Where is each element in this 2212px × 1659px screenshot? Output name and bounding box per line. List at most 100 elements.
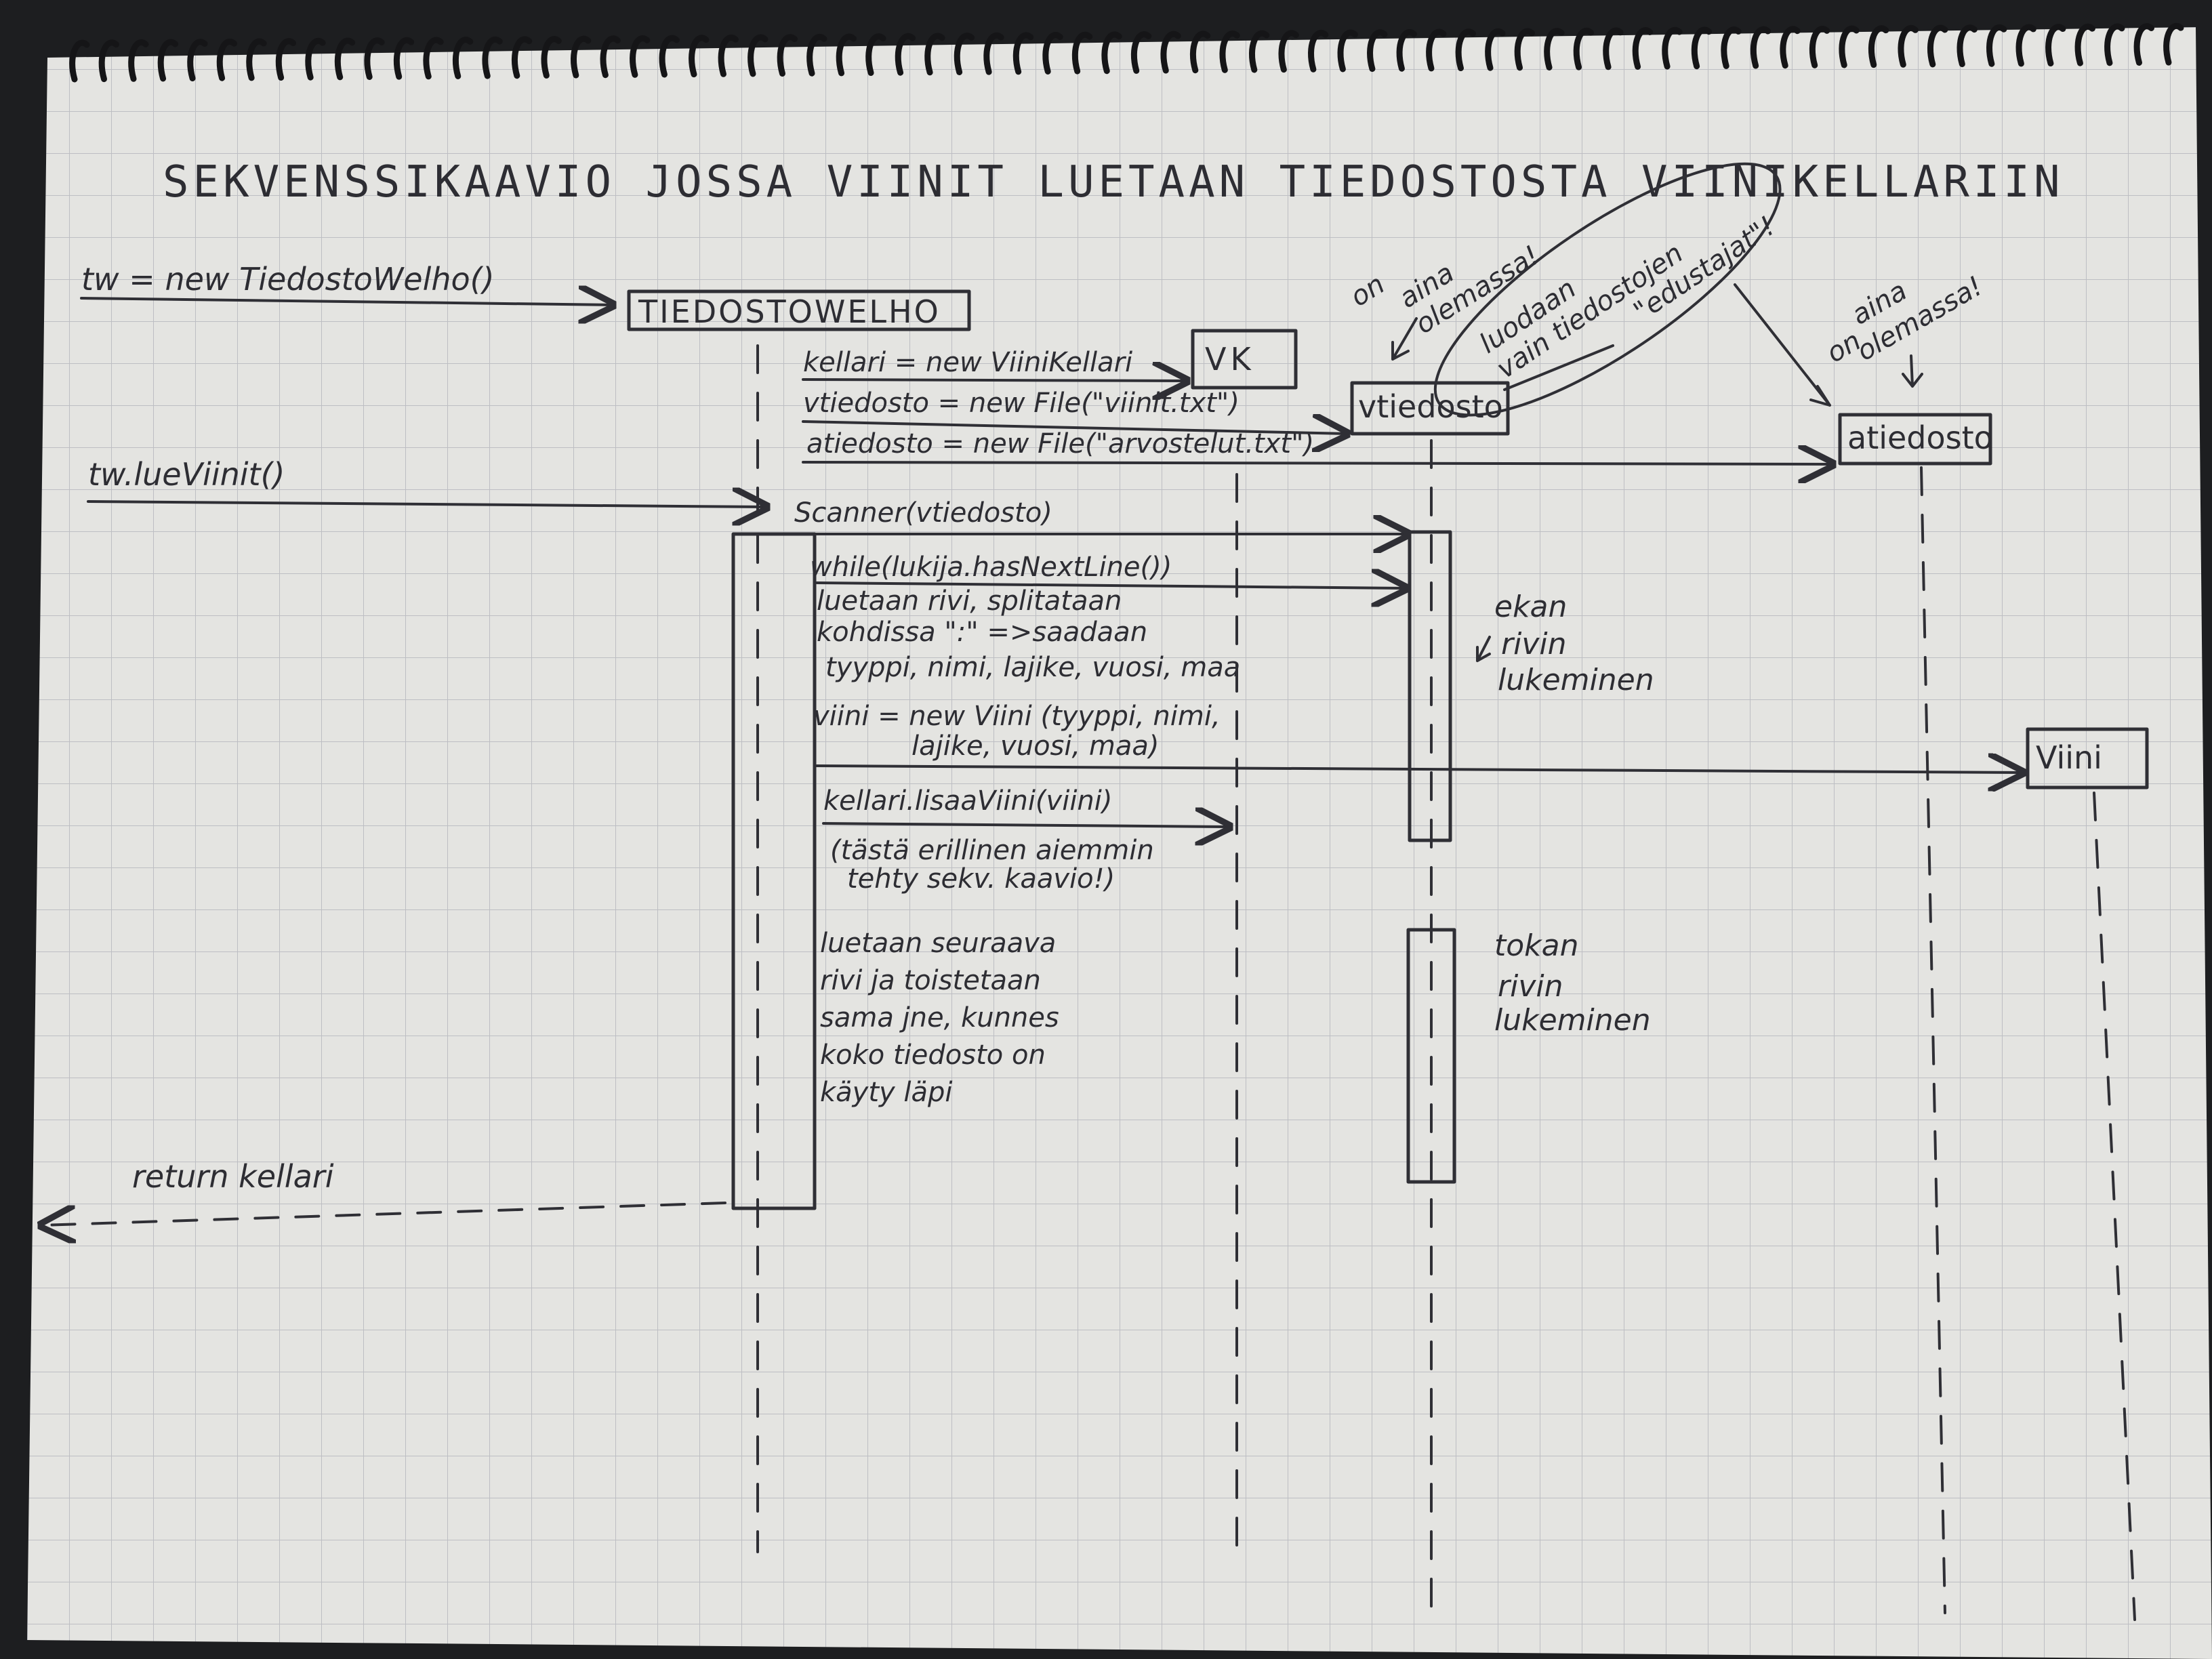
paper-sheet <box>27 27 2212 1659</box>
spiral-ring <box>836 33 857 77</box>
spiral-ring <box>512 36 533 79</box>
label-return: return kellari <box>132 1158 334 1195</box>
spiral-ring <box>1130 31 1152 74</box>
diagram-title: SEKVENSSIKAAVIO JOSSA VIINIT LUETAAN TIE… <box>163 157 2064 207</box>
spiral-ring <box>1514 28 1536 71</box>
spiral-ring <box>2074 24 2095 66</box>
arrow-call-lue <box>87 501 767 507</box>
spiral-binding <box>69 22 2184 83</box>
arrow-create-atiedosto <box>802 462 1833 464</box>
spiral-ring <box>747 34 769 77</box>
arrow-return <box>41 1202 726 1225</box>
svg-text:TIEDOSTOWELHO: TIEDOSTOWELHO <box>638 293 941 330</box>
label-create-tw: tw = new TiedostoWelho() <box>81 261 495 298</box>
spiral-ring <box>1662 26 1683 70</box>
participant-vk: VK <box>1191 329 1298 390</box>
spiral-ring <box>1042 32 1063 75</box>
label-read-2: kohdissa ":" =>saadaan <box>817 617 1147 648</box>
activation-vtiedosto-2 <box>1406 928 1456 1184</box>
spiral-ring <box>157 39 179 82</box>
label-next-4: koko tiedosto on <box>820 1040 1046 1071</box>
spiral-ring <box>482 36 503 79</box>
spiral-ring <box>1426 28 1447 72</box>
spiral-ring <box>1898 25 1919 68</box>
spiral-ring <box>924 33 945 76</box>
arrow-lisaa <box>822 823 1230 827</box>
label-next-3: sama jne, kunnes <box>820 1002 1059 1033</box>
spiral-ring <box>128 39 149 82</box>
label-next-2: rivi ja toistetaan <box>820 965 1041 996</box>
label-while: while(lukija.hasNextLine()) <box>810 552 1172 583</box>
svg-text:tokan: tokan <box>1494 928 1579 963</box>
spiral-ring <box>954 33 975 75</box>
note-arrow-first <box>1476 636 1491 662</box>
arrow-create-tw <box>80 298 613 305</box>
spiral-ring <box>1071 31 1093 75</box>
note-arrow-vtiedosto-link <box>1503 344 1614 391</box>
spiral-ring <box>1632 27 1654 70</box>
label-separate-2: tehty sekv. kaavio!) <box>847 863 1115 895</box>
spiral-ring <box>1721 26 1742 69</box>
label-scanner: Scanner(vtiedosto) <box>794 497 1052 529</box>
label-read-3: tyyppi, nimi, lajike, vuosi, maa <box>825 652 1240 683</box>
spiral-ring <box>571 35 592 79</box>
label-create-vtiedosto: vtiedosto = new File("viinit.txt") <box>803 388 1240 419</box>
lifeline-atiedosto <box>1920 466 1946 1614</box>
spiral-ring <box>895 33 916 76</box>
svg-text:VK: VK <box>1205 341 1255 377</box>
spiral-ring <box>1691 26 1713 70</box>
svg-text:rivin: rivin <box>1501 627 1566 661</box>
label-lisaa: kellari.lisaaViini(viini) <box>823 785 1113 817</box>
spiral-ring <box>1573 27 1595 70</box>
spiral-ring <box>1485 28 1506 71</box>
arrow-read <box>815 583 1406 588</box>
message-labels: tw = new TiedostoWelho() kellari = new V… <box>81 261 1314 1195</box>
label-next-5: käyty läpi <box>820 1077 953 1108</box>
spiral-ring <box>1160 30 1181 74</box>
spiral-ring <box>364 37 385 80</box>
spiral-ring <box>246 38 267 81</box>
spiral-ring <box>689 35 710 78</box>
spiral-ring <box>2045 24 2066 67</box>
arrow-create-vk <box>802 380 1187 381</box>
spiral-ring <box>1337 29 1358 73</box>
spiral-ring <box>1012 32 1034 75</box>
spiral-ring <box>1544 28 1565 70</box>
svg-text:lukeminen: lukeminen <box>1498 663 1654 697</box>
activation-vtiedosto-1 <box>1408 530 1452 842</box>
svg-text:rivin: rivin <box>1498 969 1563 1004</box>
participant-tiedostowelho: TIEDOSTOWELHO <box>627 289 971 331</box>
spiral-ring <box>541 36 562 79</box>
spiral-ring <box>1367 29 1388 73</box>
participant-atiedosto: atiedosto <box>1838 413 1993 466</box>
spiral-ring <box>2163 22 2184 66</box>
spiral-ring <box>187 39 208 82</box>
label-create-viini-2: lajike, vuosi, maa) <box>912 731 1160 762</box>
spiral-ring <box>393 37 415 80</box>
spiral-ring <box>1809 26 1830 68</box>
spiral-ring <box>334 37 356 81</box>
svg-text:ekan: ekan <box>1494 590 1567 624</box>
note-arrow-atiedosto <box>1902 354 1923 388</box>
label-create-vk: kellari = new ViiniKellari <box>803 347 1132 378</box>
spiral-ring <box>659 35 680 78</box>
spiral-ring <box>1455 28 1476 72</box>
label-read-1: luetaan rivi, splitataan <box>817 586 1122 617</box>
message-arrows <box>41 298 2023 1225</box>
spiral-ring <box>1278 30 1299 73</box>
spiral-ring <box>216 39 238 81</box>
spiral-ring <box>1957 24 1978 68</box>
spiral-ring <box>983 32 1004 75</box>
arrow-create-viini <box>815 766 2023 773</box>
spiral-ring <box>1189 30 1211 74</box>
spiral-ring <box>865 33 886 77</box>
spiral-ring <box>777 34 798 77</box>
activation-bars <box>731 530 1456 1210</box>
participant-viini: Viini <box>2026 727 2149 790</box>
spiral-ring <box>1839 25 1860 68</box>
lifelines <box>756 344 2136 1621</box>
spiral-ring <box>1219 30 1240 73</box>
spiral-ring <box>1101 31 1122 75</box>
svg-text:atiedosto: atiedosto <box>1847 419 1993 456</box>
